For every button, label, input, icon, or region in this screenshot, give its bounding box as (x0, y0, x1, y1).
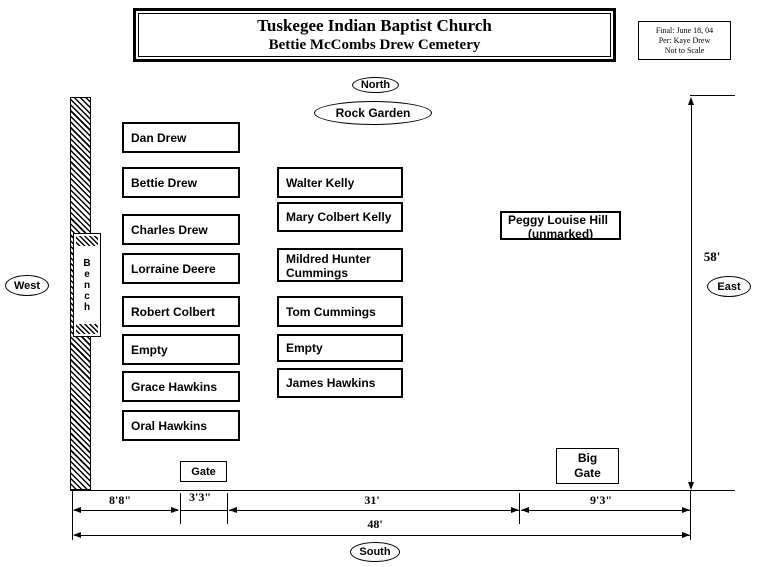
grave-peggy-note: (unmarked) (527, 227, 594, 240)
grave-mary-colbert-kelly: Mary Colbert Kelly (277, 202, 403, 232)
compass-south-label: South (350, 542, 400, 562)
extension-line-top-east (690, 95, 735, 96)
arrowhead-right-icon (682, 507, 690, 513)
note-scale: Not to Scale (664, 46, 705, 55)
arrowhead-right-icon (171, 507, 179, 513)
grave-peggy-name: Peggy Louise Hill (508, 213, 609, 227)
arrowhead-right-icon (682, 532, 690, 538)
rock-garden-label: Rock Garden (314, 101, 432, 125)
title-box: Tuskegee Indian Baptist Church Bettie Mc… (133, 8, 616, 62)
compass-east-label: East (707, 276, 751, 297)
tick-mark-gate-right (227, 493, 228, 524)
big-gate-box: Big Gate (556, 448, 619, 484)
grave-robert-colbert: Robert Colbert (122, 296, 240, 327)
gate-box: Gate (180, 461, 227, 482)
arrowhead-left-icon (73, 507, 81, 513)
grave-dan-drew: Dan Drew (122, 122, 240, 153)
arrowhead-left-icon (73, 532, 81, 538)
grave-oral-hawkins: Oral Hawkins (122, 410, 240, 441)
arrowhead-down-icon (688, 482, 694, 490)
bench-hatch-bottom (76, 324, 98, 334)
compass-north-label: North (352, 77, 399, 93)
dim-segment-4-line (521, 510, 690, 511)
grave-grace-hawkins: Grace Hawkins (122, 371, 240, 402)
arrowhead-up-icon (688, 97, 694, 105)
tick-mark-right (690, 491, 691, 540)
grave-mildred-hunter-cummings: Mildred Hunter Cummings (277, 248, 403, 282)
title-box-inner: Tuskegee Indian Baptist Church Bettie Mc… (138, 13, 611, 57)
tick-mark-gate-left (180, 493, 181, 524)
grave-lorraine-deere: Lorraine Deere (122, 253, 240, 284)
note-final-date: Final: June 18, 04 (655, 26, 714, 35)
dim-label-48ft: 48' (367, 517, 383, 531)
dim-label-31ft: 31' (364, 493, 380, 507)
grave-tom-cummings: Tom Cummings (277, 296, 403, 327)
arrowhead-right-icon (511, 507, 519, 513)
note-box: Final: June 18, 04 Per: Kaye Drew Not to… (638, 21, 731, 60)
tick-mark-biggate (519, 493, 520, 524)
grave-peggy-louise-hill: Peggy Louise Hill (unmarked) (500, 211, 621, 240)
note-per: Per: Kaye Drew (658, 36, 711, 45)
dim-total-line (74, 535, 690, 536)
tick-mark-left (72, 491, 73, 540)
grave-walter-kelly: Walter Kelly (277, 167, 403, 198)
dim-label-9ft3: 9'3" (590, 493, 612, 507)
arrowhead-left-icon (521, 507, 529, 513)
dim-segment-2-line (181, 510, 227, 511)
south-baseline (70, 490, 692, 491)
bench: Bench (73, 233, 101, 337)
bench-label-wrap: Bench (74, 248, 100, 322)
bench-hatch-top (76, 236, 98, 246)
grave-empty-1: Empty (122, 334, 240, 365)
grave-bettie-drew: Bettie Drew (122, 167, 240, 198)
east-dimension-line (691, 101, 692, 486)
dim-label-8ft8: 8'8" (109, 493, 131, 507)
grave-james-hawkins: James Hawkins (277, 368, 403, 398)
grave-empty-2: Empty (277, 334, 403, 362)
dim-label-58ft: 58' (703, 249, 721, 264)
compass-west-label: West (5, 275, 49, 296)
extension-line-bottom-east (692, 490, 735, 491)
bench-label: Bench (83, 257, 91, 313)
dim-segment-3-line (229, 510, 519, 511)
dim-label-3ft3: 3'3" (189, 490, 211, 504)
dim-segment-1-line (74, 510, 178, 511)
page-subtitle: Bettie McCombs Drew Cemetery (268, 37, 481, 53)
grave-charles-drew: Charles Drew (122, 214, 240, 245)
arrowhead-left-icon (229, 507, 237, 513)
page-title: Tuskegee Indian Baptist Church (257, 16, 492, 35)
